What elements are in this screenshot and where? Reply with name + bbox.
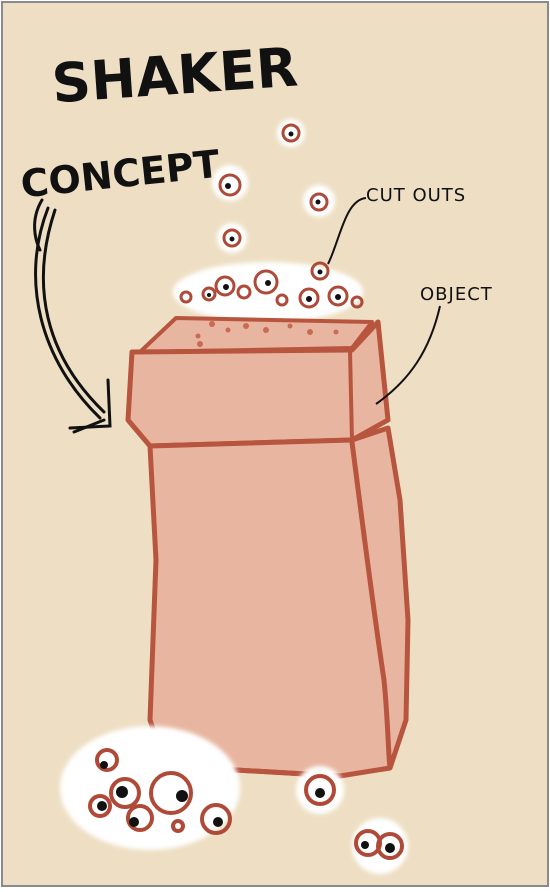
label-object: OBJECT [420, 284, 493, 305]
shaker-object [128, 318, 408, 776]
label-cutouts: CUT OUTS [366, 185, 466, 206]
